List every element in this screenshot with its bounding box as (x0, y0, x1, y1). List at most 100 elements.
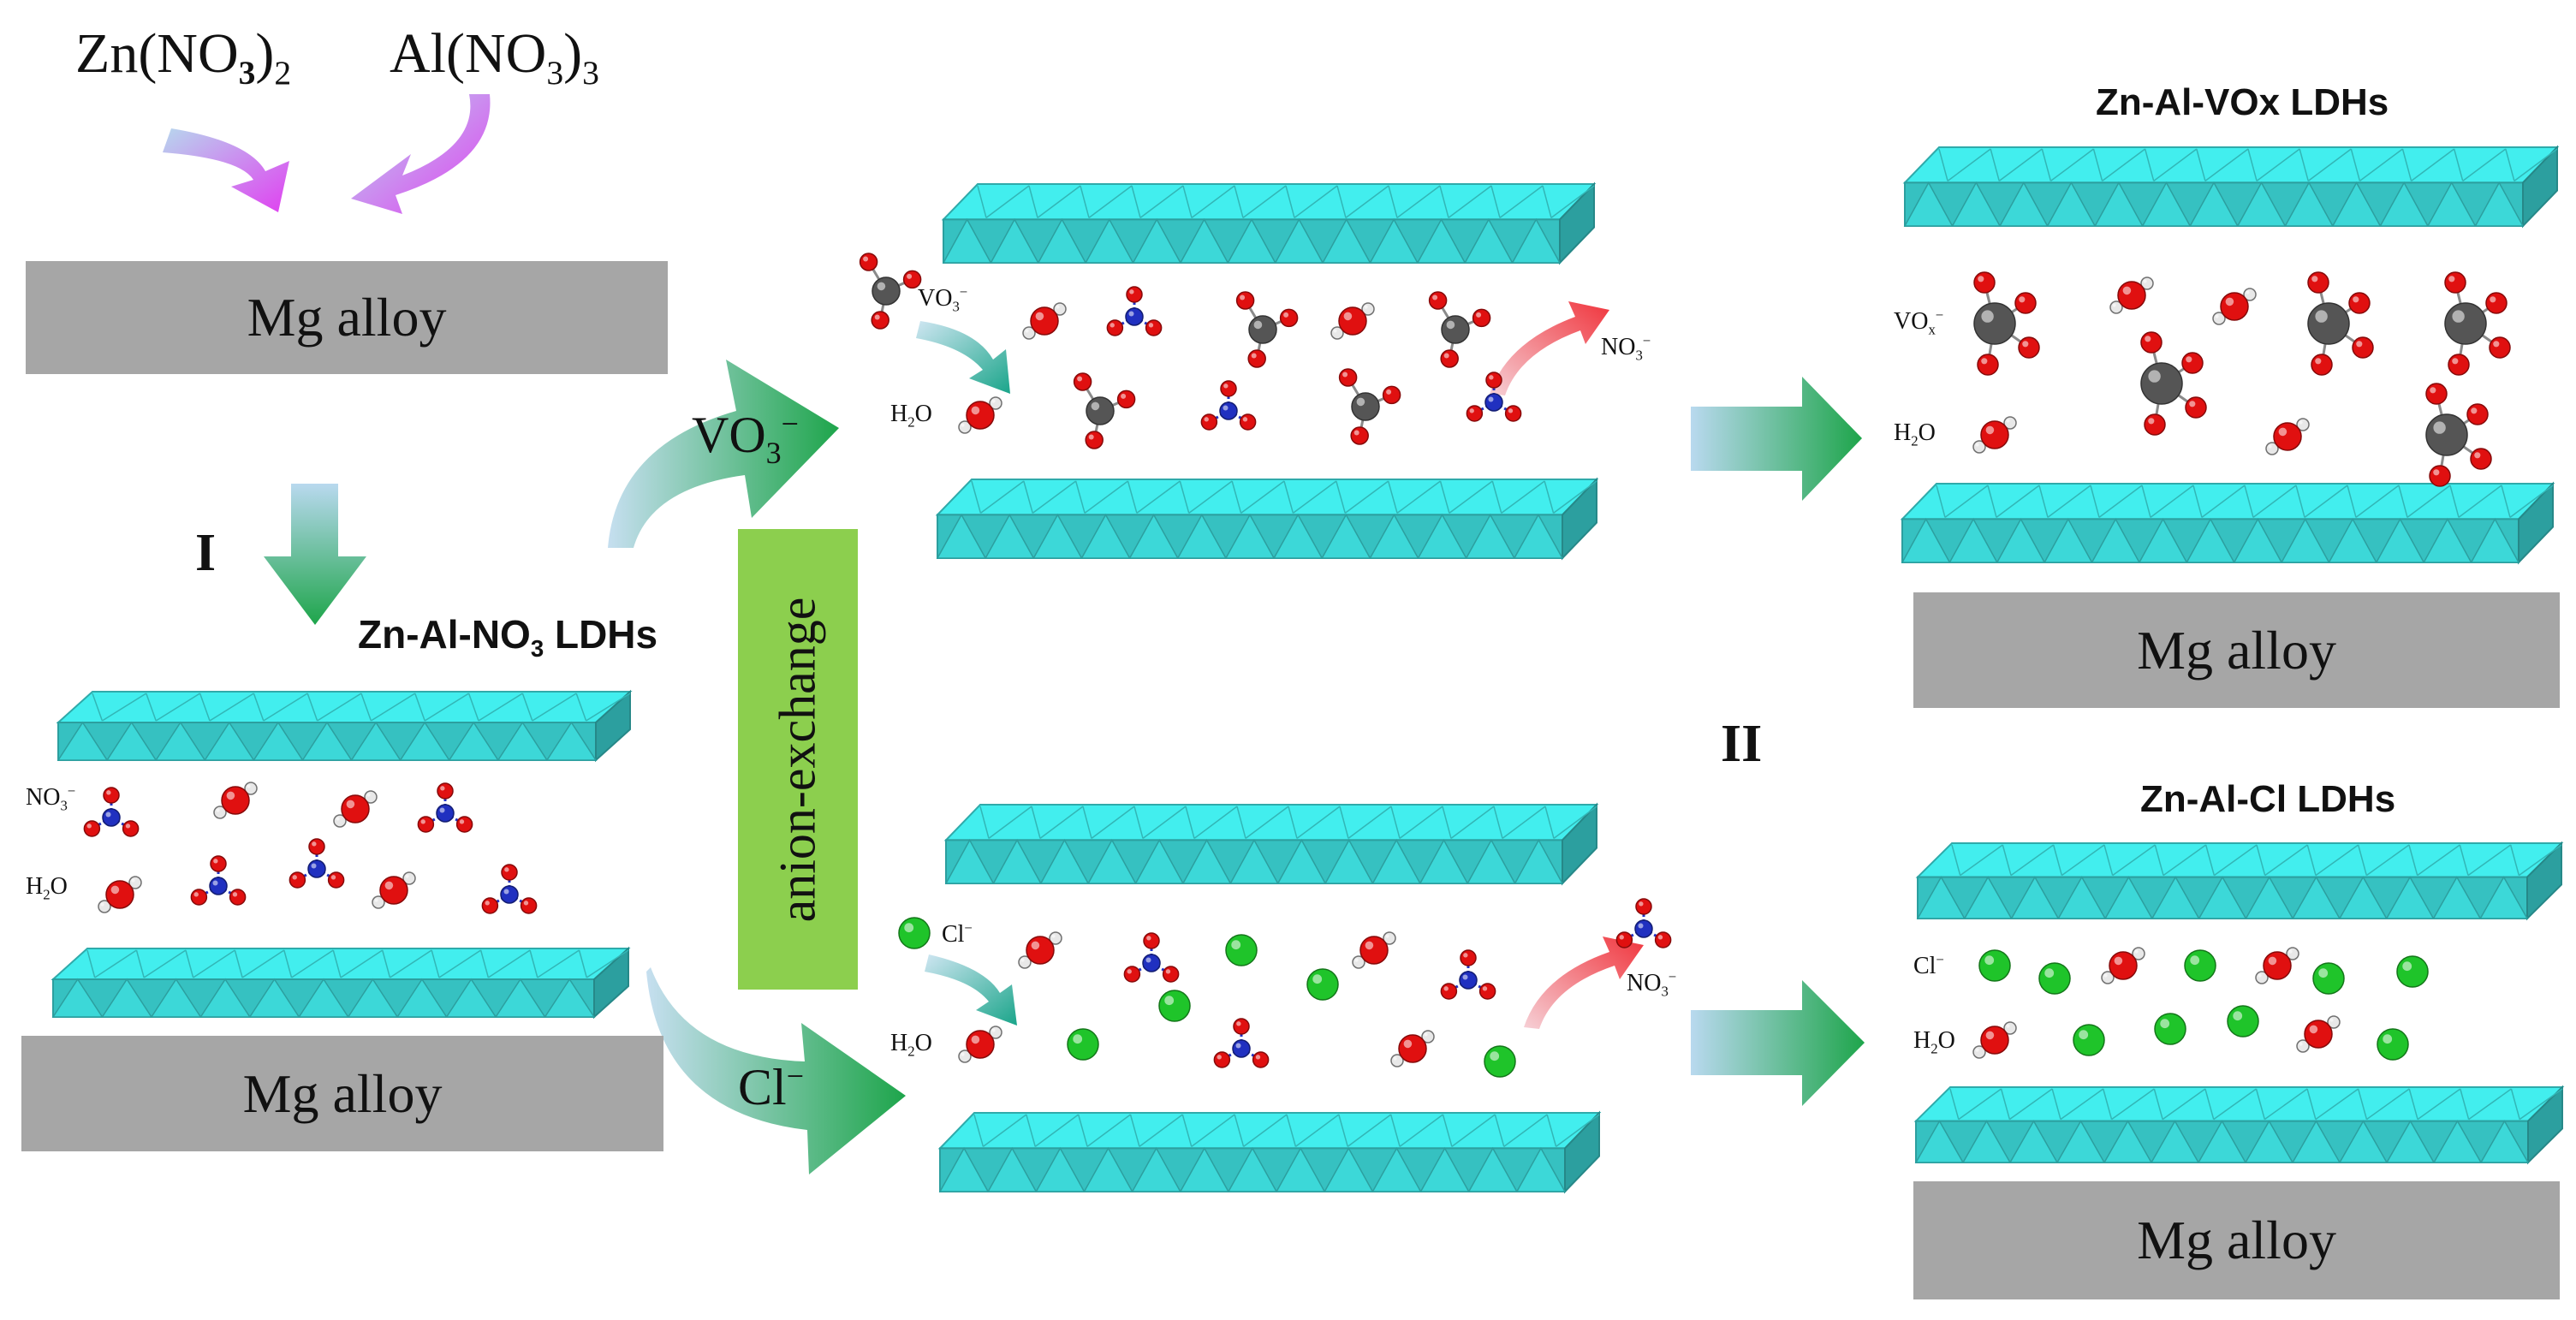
anion-exchange-box: anion-exchange (738, 529, 858, 990)
vox-molecule (1973, 271, 2040, 376)
vox-molecule (2425, 383, 2492, 487)
step-one-label: I (195, 524, 217, 582)
zn-al-vox-ldh-label: Zn-Al-VOx LDHs (2096, 81, 2389, 123)
mg-alloy-vox: Mg alloy (1913, 592, 2560, 708)
water-molecule (1022, 302, 1067, 340)
vo3-curved-arrow (608, 360, 839, 548)
nitrate-molecule (1615, 898, 1672, 948)
chloride-ion (1484, 1045, 1516, 1078)
zn-al-cl-ldh-label: Zn-Al-Cl LDHs (2140, 778, 2396, 820)
water-molecule (958, 1026, 1002, 1063)
al-nitrate-label: Al(NO3)3 (390, 22, 599, 92)
no3-ion-label: NO3− (1601, 332, 1651, 364)
water-molecule (1972, 416, 2017, 454)
nitrate-molecule (417, 782, 473, 833)
water-molecule (2212, 288, 2257, 325)
chloride-ion (2227, 1005, 2259, 1038)
water-molecule (1352, 931, 1396, 969)
chloride-ion (2038, 962, 2071, 995)
ldh-layer (941, 181, 1597, 265)
nitrate-molecule (1466, 372, 1522, 422)
nitrate-molecule (83, 787, 140, 837)
no3-outflow-arrow-bottom (1524, 936, 1644, 1029)
water-molecule (2101, 947, 2145, 984)
cl-ion-label: Cl− (942, 919, 973, 948)
ldh-layer (51, 946, 631, 1020)
vox-ion-label: VOx− (1894, 306, 1944, 338)
step-one-down-arrow (264, 484, 366, 625)
cl-curved-arrow (646, 967, 906, 1174)
ldh-layer (1902, 145, 2560, 229)
cl-right-arrow (1691, 980, 1865, 1106)
vo3-ion-label: VO3− (918, 283, 968, 315)
water-molecule (1018, 931, 1062, 969)
al-reagent-arrow (351, 94, 491, 214)
zn-nitrate-label: Zn(NO3)2 (75, 22, 292, 92)
h2o-label: H2O (890, 401, 932, 431)
chloride-ion (1067, 1028, 1099, 1061)
vox-molecule (2140, 331, 2207, 436)
nitrate-molecule (1440, 949, 1496, 1000)
chloride-ion (898, 917, 931, 949)
h2o-label: H2O (26, 873, 68, 903)
no3-outflow-arrow-top (1490, 301, 1609, 395)
step-two-label: II (1721, 715, 1763, 773)
vox-molecule (2444, 271, 2511, 376)
no3-ion-label: NO3− (26, 782, 76, 814)
chloride-ion (2312, 962, 2345, 995)
vox-right-arrow (1691, 377, 1862, 501)
vo3-arrow-label: VO3− (692, 407, 799, 470)
chloride-ion (2154, 1013, 2186, 1045)
ldh-layer (943, 802, 1599, 886)
water-molecule (213, 782, 258, 819)
cl-arrow-label: Cl− (738, 1059, 805, 1115)
ldh-layer (1913, 1085, 2565, 1165)
chloride-ion (2184, 949, 2216, 982)
nitrate-molecule (1106, 286, 1163, 336)
vanadate-molecule (1338, 368, 1401, 445)
mg-alloy-bottom-left: Mg alloy (21, 1036, 663, 1151)
nitrate-molecule (190, 855, 247, 906)
water-molecule (1390, 1030, 1435, 1067)
water-molecule (2255, 947, 2299, 984)
ldh-layer (935, 477, 1599, 561)
mg-alloy-cl: Mg alloy (1913, 1181, 2560, 1299)
nitrate-molecule (481, 864, 538, 914)
vanadate-molecule (1073, 372, 1136, 449)
ldh-layer (1900, 481, 2555, 565)
cl-ion-label: Cl− (1913, 951, 1944, 979)
h2o-label: H2O (890, 1030, 932, 1060)
zn-reagent-arrow (163, 128, 289, 212)
molecules (83, 253, 2511, 1078)
vanadate-molecule (1428, 291, 1491, 368)
no3-ion-label: NO3− (1627, 968, 1677, 1000)
ldh-layers (51, 145, 2565, 1194)
h2o-label: H2O (1894, 419, 1936, 449)
nitrate-molecule (289, 838, 345, 889)
cl-inflow-arrow (925, 954, 1017, 1026)
ldh-layer (56, 689, 633, 763)
nitrate-molecule (1200, 380, 1257, 431)
water-molecule (372, 871, 416, 909)
chloride-ion (2377, 1028, 2409, 1061)
ldh-layer (1915, 841, 2564, 921)
nitrate-molecule (1213, 1018, 1270, 1068)
chloride-ion (1225, 934, 1258, 966)
water-molecule (1330, 302, 1375, 340)
mg-alloy-top-left: Mg alloy (26, 261, 668, 374)
water-molecule (98, 876, 142, 913)
nitrate-molecule (1123, 932, 1180, 983)
arrows (163, 94, 1865, 1174)
water-molecule (333, 790, 378, 828)
water-molecule (1972, 1021, 2017, 1059)
vanadate-molecule (859, 253, 922, 330)
vo3-inflow-arrow (916, 321, 1010, 394)
chloride-ion (1306, 968, 1339, 1001)
water-molecule (2109, 276, 2154, 314)
zn-al-no3-ldh-label: Zn-Al-NO3 LDHs (358, 612, 658, 663)
chloride-ion (2073, 1024, 2105, 1056)
h2o-label: H2O (1913, 1027, 1955, 1057)
chloride-ion (2396, 955, 2429, 988)
ldh-layer (937, 1110, 1602, 1194)
